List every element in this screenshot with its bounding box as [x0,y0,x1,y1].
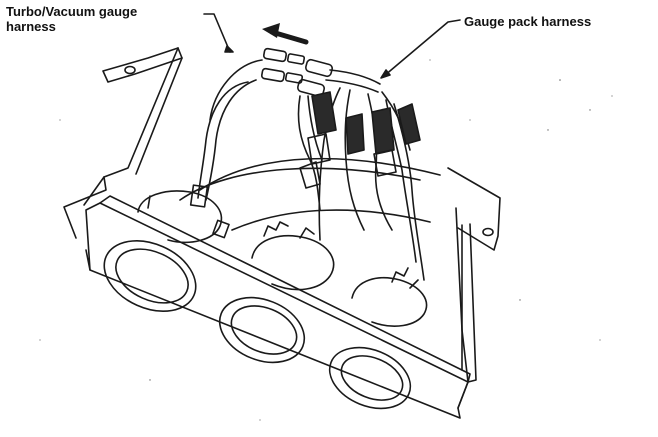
gauge-body-left [137,190,230,244]
gauge-opening-center [218,296,306,364]
connector-direction-arrow [262,23,309,45]
gauge-housing-back [179,157,441,231]
gauge-pack-leader-line [380,19,461,79]
harness-connector-plugs [260,47,334,98]
print-texture-dots [39,59,613,421]
gauge-opening-right [328,346,412,410]
turbo-vacuum-leader-line [203,13,234,53]
left-mounting-bracket [63,47,183,239]
gauge-body-right [351,267,428,327]
right-mounting-bracket [447,167,501,383]
gauge-body-center [251,221,335,291]
gauge-pack-harness-callout: Gauge pack harness [464,14,591,29]
gauge-pack-face-plate [85,195,471,419]
turbo-vacuum-callout-line2: harness [6,19,56,34]
turbo-vacuum-callout-line1: Turbo/Vacuum gauge [6,4,138,19]
turbo-vacuum-harness-wires [189,59,263,208]
gauge-pack-connector-bodies [299,91,421,189]
turbo-vacuum-gauge-harness-callout: Turbo/Vacuum gauge harness [6,4,137,34]
gauge-pack-harness-label: Gauge pack harness [464,14,592,29]
gauge-opening-left [103,240,197,312]
